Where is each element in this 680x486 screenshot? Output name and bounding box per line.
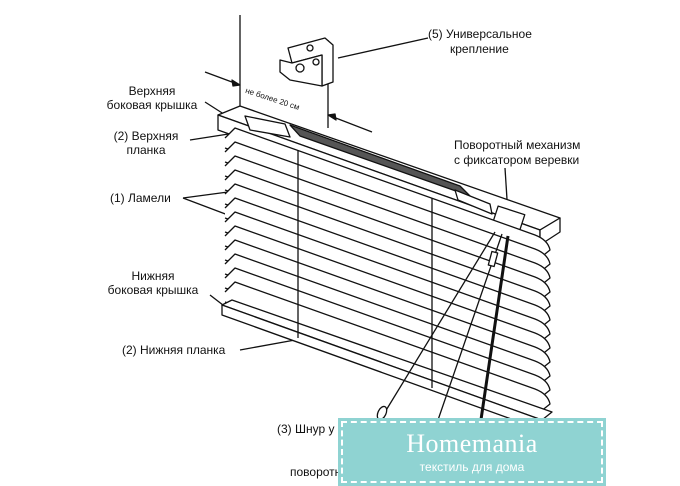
label-cord: (3) Шнур у: [277, 422, 335, 436]
watermark-brand-name: Homemania: [406, 429, 538, 458]
label-top-rail-2: планка: [126, 143, 166, 157]
label-slats: (1) Ламели: [110, 191, 171, 205]
leader-slats-b: [182, 197, 229, 216]
tilt-wand: [476, 235, 510, 441]
label-bottom-side-cover-1: Нижняя: [131, 269, 175, 283]
label-top-side-cover-2: боковая крышка: [106, 98, 198, 112]
cord-tassel: [376, 405, 388, 421]
label-rotation-partial: поворотн: [290, 465, 342, 479]
label-bottom-rail: (2) Нижняя планка: [122, 343, 226, 357]
label-rotation-mechanism-1: Поворотный механизм: [454, 138, 581, 152]
label-top-side-cover-1: Верхняя: [128, 84, 176, 98]
label-bottom-side-cover-2: боковая крышка: [107, 283, 199, 297]
label-universal-mount-1: (5) Универсальное: [428, 27, 532, 41]
leader-slats-a: [182, 191, 229, 199]
slats: [224, 127, 551, 413]
watermark-badge: Homemania текстиль для дома: [338, 418, 606, 486]
arrow-head: [327, 113, 337, 121]
label-rotation-mechanism-2: с фиксатором веревки: [454, 153, 580, 167]
watermark-tagline: текстиль для дома: [419, 460, 525, 474]
label-top-rail-1: (2) Верхняя: [113, 129, 179, 143]
leader-top-rail: [189, 132, 236, 141]
leader-mount: [337, 37, 429, 59]
label-universal-mount-2: крепление: [450, 42, 509, 56]
mount-bracket: [279, 37, 334, 87]
pull-cord: [384, 231, 496, 413]
arrow-head: [231, 79, 241, 87]
leader-bottom-rail: [239, 339, 296, 351]
